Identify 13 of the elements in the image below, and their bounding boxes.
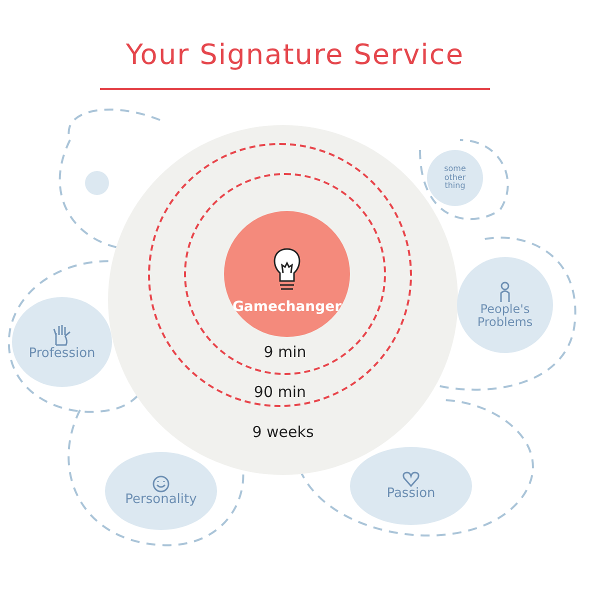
duration-label: 9 min xyxy=(262,343,308,361)
topic-label: Personality xyxy=(125,492,197,508)
topic-label: Passion xyxy=(386,486,436,502)
duration-label: 9 weeks xyxy=(251,423,315,441)
topic-label: People's Problems xyxy=(476,302,534,330)
center-label: Gamechanger xyxy=(231,299,343,315)
title: Your Signature Service xyxy=(124,38,466,71)
topic-label: Profession xyxy=(28,346,96,362)
duration-label: 90 min xyxy=(252,383,308,401)
dashed-ring xyxy=(148,143,412,407)
topic-bubble xyxy=(85,171,109,195)
dashed-ring xyxy=(184,173,386,375)
topic-label: some other thing xyxy=(443,164,467,192)
